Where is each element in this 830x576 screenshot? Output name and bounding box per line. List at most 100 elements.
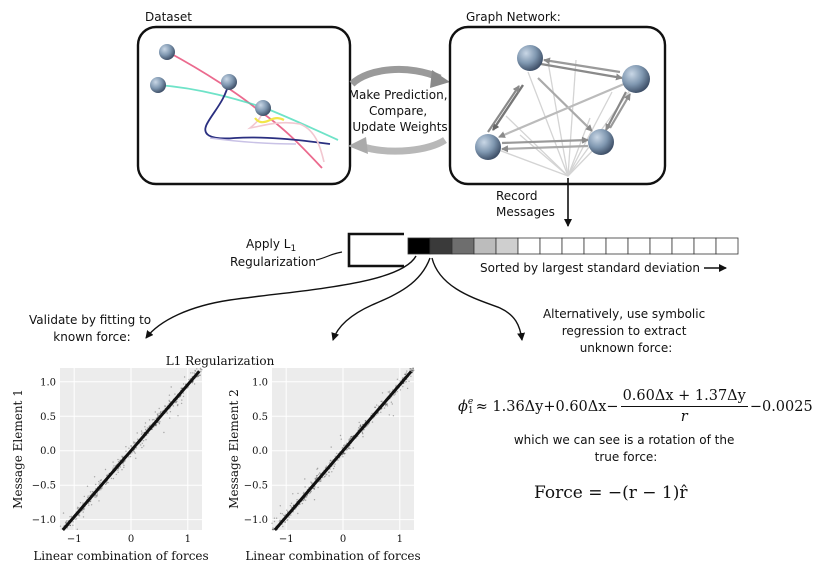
scatter-point (279, 505, 281, 507)
scatter-point (385, 404, 387, 406)
scatter-point (412, 370, 414, 372)
scatter-point (326, 473, 328, 475)
scatter-point (272, 529, 274, 531)
scatter-point (301, 502, 304, 505)
scatter-point (172, 405, 175, 407)
trend-line (61, 370, 201, 531)
x-tick-label: −1 (279, 534, 294, 545)
scatter-point (314, 486, 316, 488)
scatter-point (177, 403, 179, 406)
scatter-point (72, 524, 74, 526)
scatter-point (155, 417, 157, 419)
scatter-point (98, 480, 100, 483)
scatter-point (391, 403, 393, 405)
scatter-point (144, 422, 147, 424)
scatter-point (396, 390, 398, 393)
scatter-point (112, 461, 114, 463)
scatter-point (157, 414, 160, 417)
scatter-point (158, 407, 160, 410)
scatter-point (283, 514, 285, 516)
scatter-point (387, 391, 389, 393)
scatter-point (151, 428, 153, 430)
scatter-point (343, 452, 345, 454)
validate-label: Validate by fitting to known force: (29, 313, 155, 344)
scatter-point (290, 502, 293, 504)
scatter-point (177, 415, 179, 417)
scatter-point (406, 387, 409, 390)
x-tick-label: 0 (340, 534, 346, 545)
scatter-point (151, 419, 154, 421)
scatter-point (390, 401, 393, 403)
scatter-point (112, 467, 114, 469)
scatter-point (99, 482, 101, 484)
scatter-point (69, 524, 71, 527)
scatter-point (140, 433, 143, 435)
scatter-point (358, 421, 360, 424)
scatter-point (176, 400, 178, 403)
scatter-point (158, 412, 160, 414)
scatter-point (352, 447, 354, 449)
scatter-point (200, 370, 202, 373)
scatter-point (182, 395, 185, 398)
scatter-point (193, 372, 196, 374)
scatter-point (314, 477, 316, 480)
scatter-point (410, 375, 412, 377)
y-tick-label: −0.5 (32, 481, 56, 492)
scatter-point (83, 495, 86, 498)
scatter-point (404, 373, 406, 375)
scatter-point (95, 496, 97, 498)
scatter-point (89, 491, 92, 493)
scatter-point (403, 382, 405, 384)
arrow-left-icon (348, 137, 368, 154)
scatter-point (320, 480, 322, 482)
scatter-point (344, 444, 346, 446)
scatter-point (381, 392, 384, 394)
scatter-point (176, 404, 179, 407)
scatter-point (169, 417, 171, 419)
scatter-point (402, 385, 404, 388)
scatter-point (140, 430, 143, 432)
scatter-point (271, 528, 274, 530)
scatter-point (313, 488, 316, 490)
scatter-point (190, 372, 192, 374)
scatter-point (112, 477, 115, 480)
scatter-point (183, 376, 186, 378)
scatter-point (168, 400, 171, 403)
rotation-label: which we can see is a rotation of the tr… (514, 433, 738, 464)
scatter-point (133, 441, 135, 443)
scatter-point (140, 444, 142, 446)
scatter-point (281, 513, 283, 515)
scatter-point (128, 447, 130, 449)
scatter-point (122, 463, 124, 465)
scatter-point (142, 440, 145, 442)
scatter-point (98, 500, 100, 502)
scatter-point (117, 467, 120, 470)
scatter-point (394, 393, 396, 395)
scatter-point (200, 368, 202, 371)
y-tick-label: −1.0 (32, 515, 56, 526)
scatter-point (96, 495, 98, 497)
scatter-point (133, 451, 136, 453)
scatter-point (69, 516, 71, 518)
scatter-point (144, 426, 146, 428)
scatter-point (134, 452, 136, 454)
scatter-point (320, 479, 322, 481)
scatter-point (191, 381, 194, 383)
scatter-point (90, 504, 93, 506)
scatter-point (117, 471, 119, 473)
scatter-point (313, 487, 315, 490)
scatter-point (410, 368, 412, 370)
scatter-point (348, 446, 350, 449)
scatter-point (286, 519, 288, 521)
scatter-point (125, 446, 127, 448)
scatter-point (336, 452, 338, 455)
scatter-point (95, 494, 98, 497)
scatter-point (180, 402, 183, 405)
scatter-point (66, 520, 68, 522)
scatter-point (412, 368, 414, 370)
branch-arrows (145, 255, 526, 341)
scatter-point (123, 466, 125, 469)
apply-l1-label: Apply L1 Regularization (230, 237, 316, 269)
message-cell (451, 237, 475, 255)
